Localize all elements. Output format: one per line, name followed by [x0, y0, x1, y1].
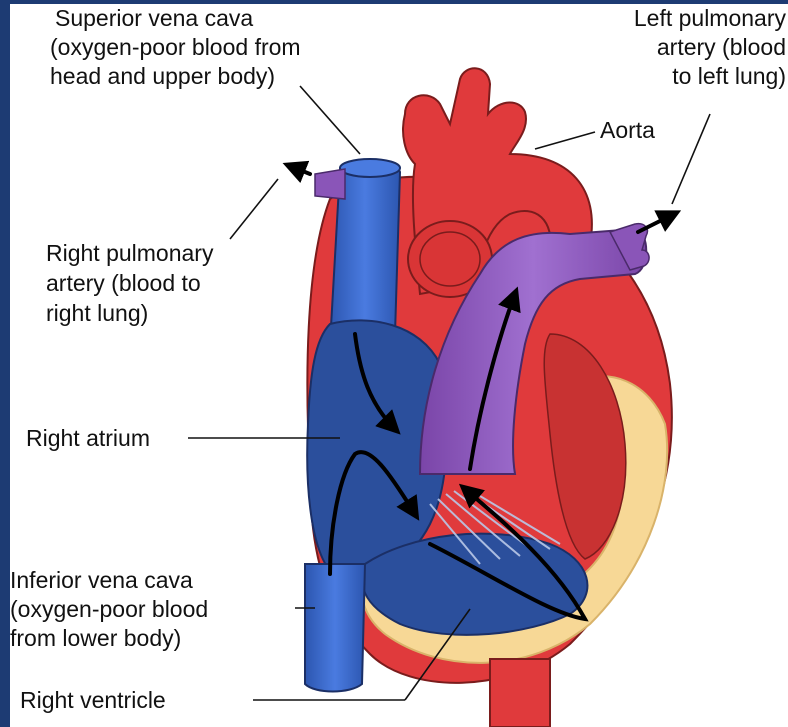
- ivc-label-line-3: from lower body): [10, 625, 181, 651]
- right-ventricle: [362, 534, 588, 635]
- rv-label: Right ventricle: [20, 687, 166, 713]
- svc-label-line-1: Superior vena cava: [55, 5, 253, 31]
- rpa-label-line-1: Right pulmonary: [46, 240, 214, 266]
- rpa-label-line-2: artery (blood to: [46, 270, 201, 296]
- right-pulmonary-artery: [315, 169, 345, 199]
- aorta-label: Aorta: [600, 117, 655, 143]
- svc-label-line-2: (oxygen-poor blood from: [50, 34, 301, 60]
- inferior-vena-cava: [305, 564, 365, 692]
- svc-label-line-3: head and upper body): [50, 63, 275, 89]
- ra-label: Right atrium: [26, 425, 150, 451]
- rpa-label-line-3: right lung): [46, 300, 148, 326]
- ivc-label-line-2: (oxygen-poor blood: [10, 596, 208, 622]
- diagram-panel: Superior vena cava (oxygen-poor blood fr…: [10, 4, 788, 727]
- lpa-label-line-3: to left lung): [672, 63, 786, 89]
- lpa-label-line-2: artery (blood: [657, 34, 786, 60]
- heart-diagram: Superior vena cava (oxygen-poor blood fr…: [10, 4, 788, 727]
- descending-aorta: [490, 659, 550, 727]
- lpa-label-line-1: Left pulmonary: [634, 5, 787, 31]
- ivc-label-line-1: Inferior vena cava: [10, 567, 193, 593]
